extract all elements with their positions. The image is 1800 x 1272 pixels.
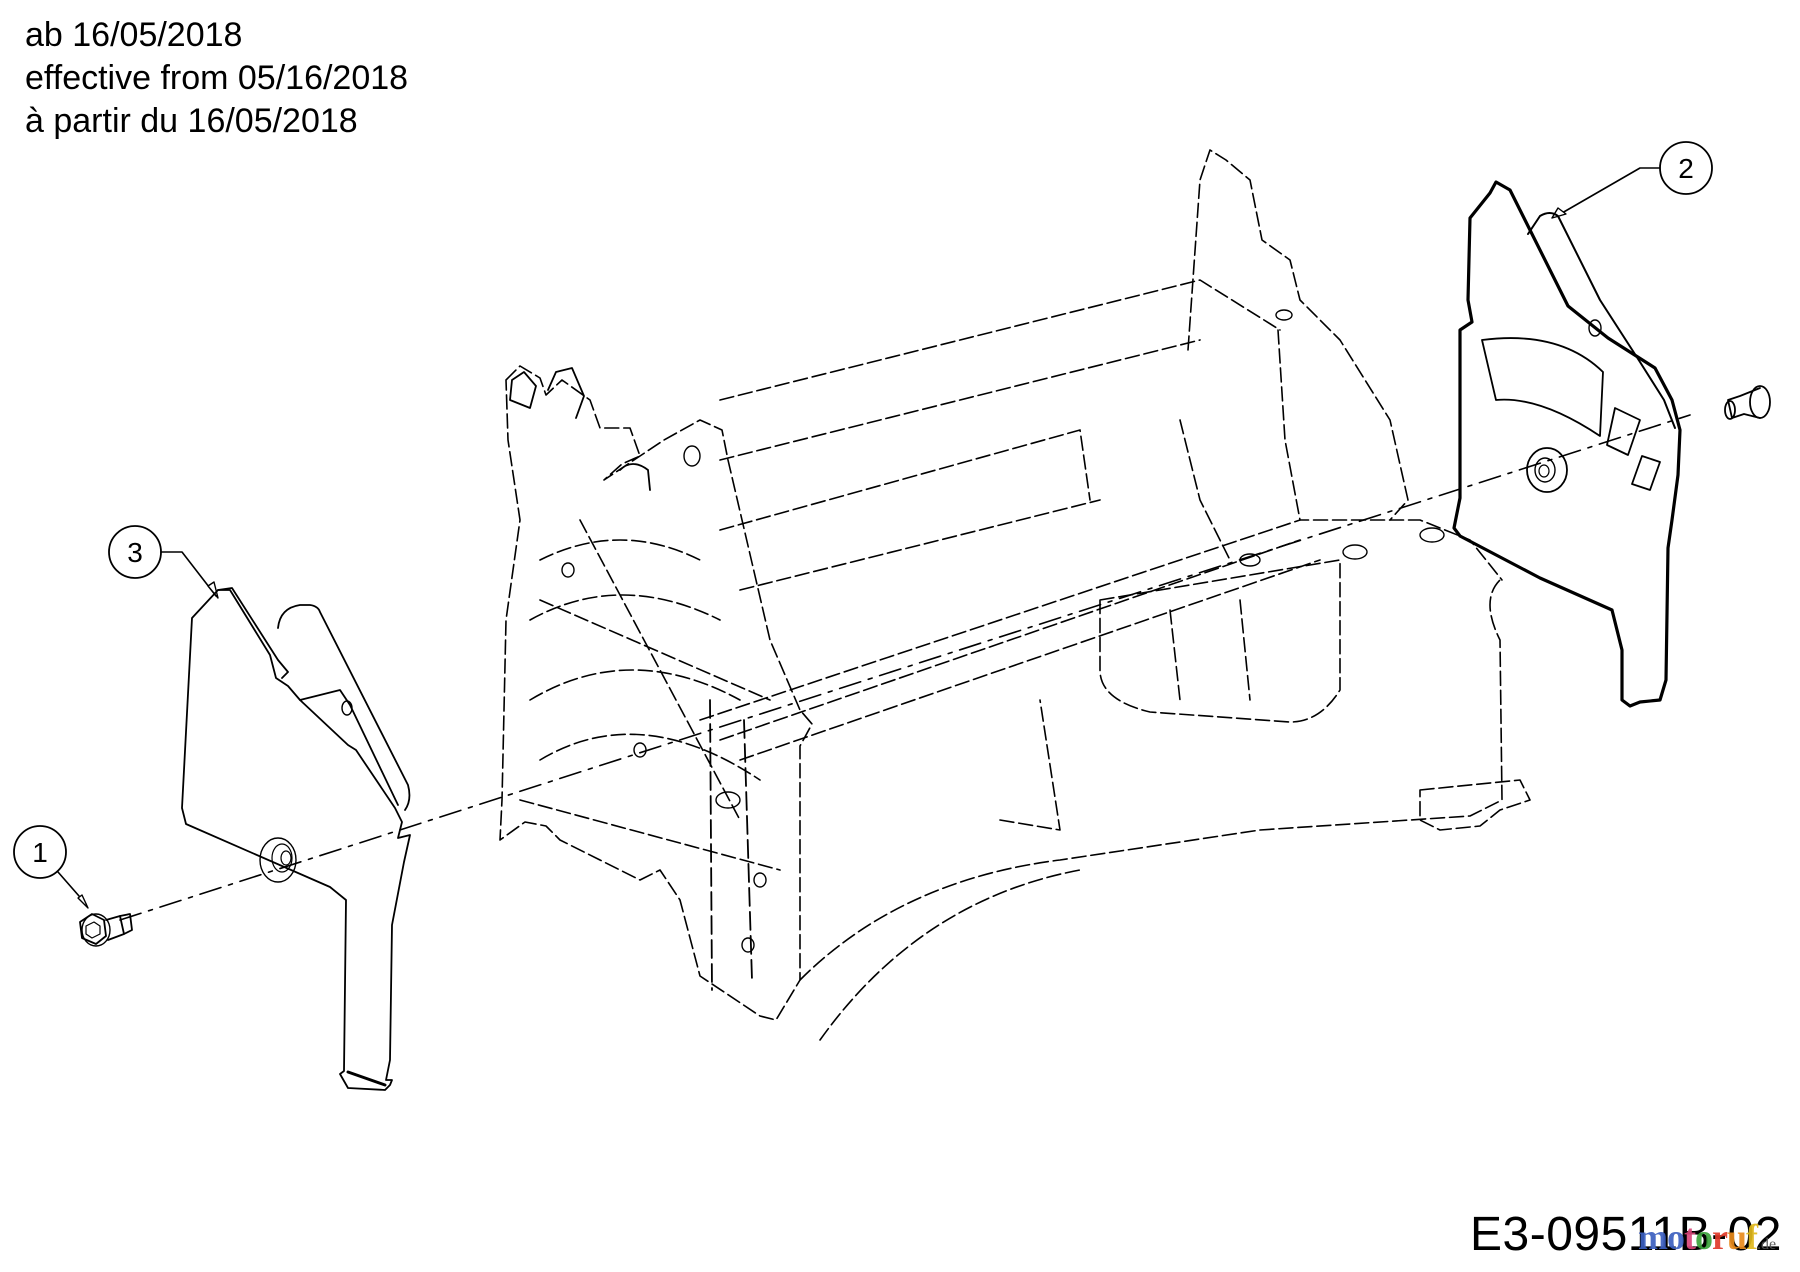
motoruf-watermark-logo: motoruf.de (1638, 1216, 1776, 1258)
watermark-letter: m (1638, 1217, 1668, 1257)
effective-date-english: effective from 05/16/2018 (25, 59, 409, 97)
callout-3[interactable]: 3 (108, 525, 219, 599)
watermark-letter: o (1667, 1217, 1685, 1257)
watermark-tld: .de (1757, 1236, 1777, 1253)
assembly-axis-line (119, 414, 1691, 921)
callout-1-label: 1 (32, 837, 48, 868)
watermark-letter: t (1684, 1217, 1696, 1257)
watermark-letter: f (1746, 1217, 1758, 1257)
effective-date-french: à partir du 16/05/2018 (25, 102, 358, 140)
watermark-letter: o (1695, 1217, 1713, 1257)
callout-3-label: 3 (127, 537, 143, 568)
watermark-letter: r (1712, 1217, 1728, 1257)
left-cover-plate-part-3 (181, 587, 411, 1091)
main-frame-housing (499, 149, 1531, 1041)
right-cover-plate-part-2 (1452, 180, 1682, 708)
bolt-part-2 (1724, 385, 1771, 420)
watermark-letter: u (1726, 1217, 1747, 1257)
effective-date-german: ab 16/05/2018 (25, 16, 243, 54)
callout-2-label: 2 (1678, 153, 1694, 184)
callout-1[interactable]: 1 (13, 825, 89, 909)
effective-date-header: ab 16/05/2018 effective from 05/16/2018 … (25, 14, 408, 143)
bolt-part-1 (79, 913, 133, 947)
callout-2[interactable]: 2 (1551, 141, 1713, 219)
drawing-id: E3-09511B-02 (1470, 1208, 1782, 1261)
main-frame-outline (509, 309, 1445, 991)
